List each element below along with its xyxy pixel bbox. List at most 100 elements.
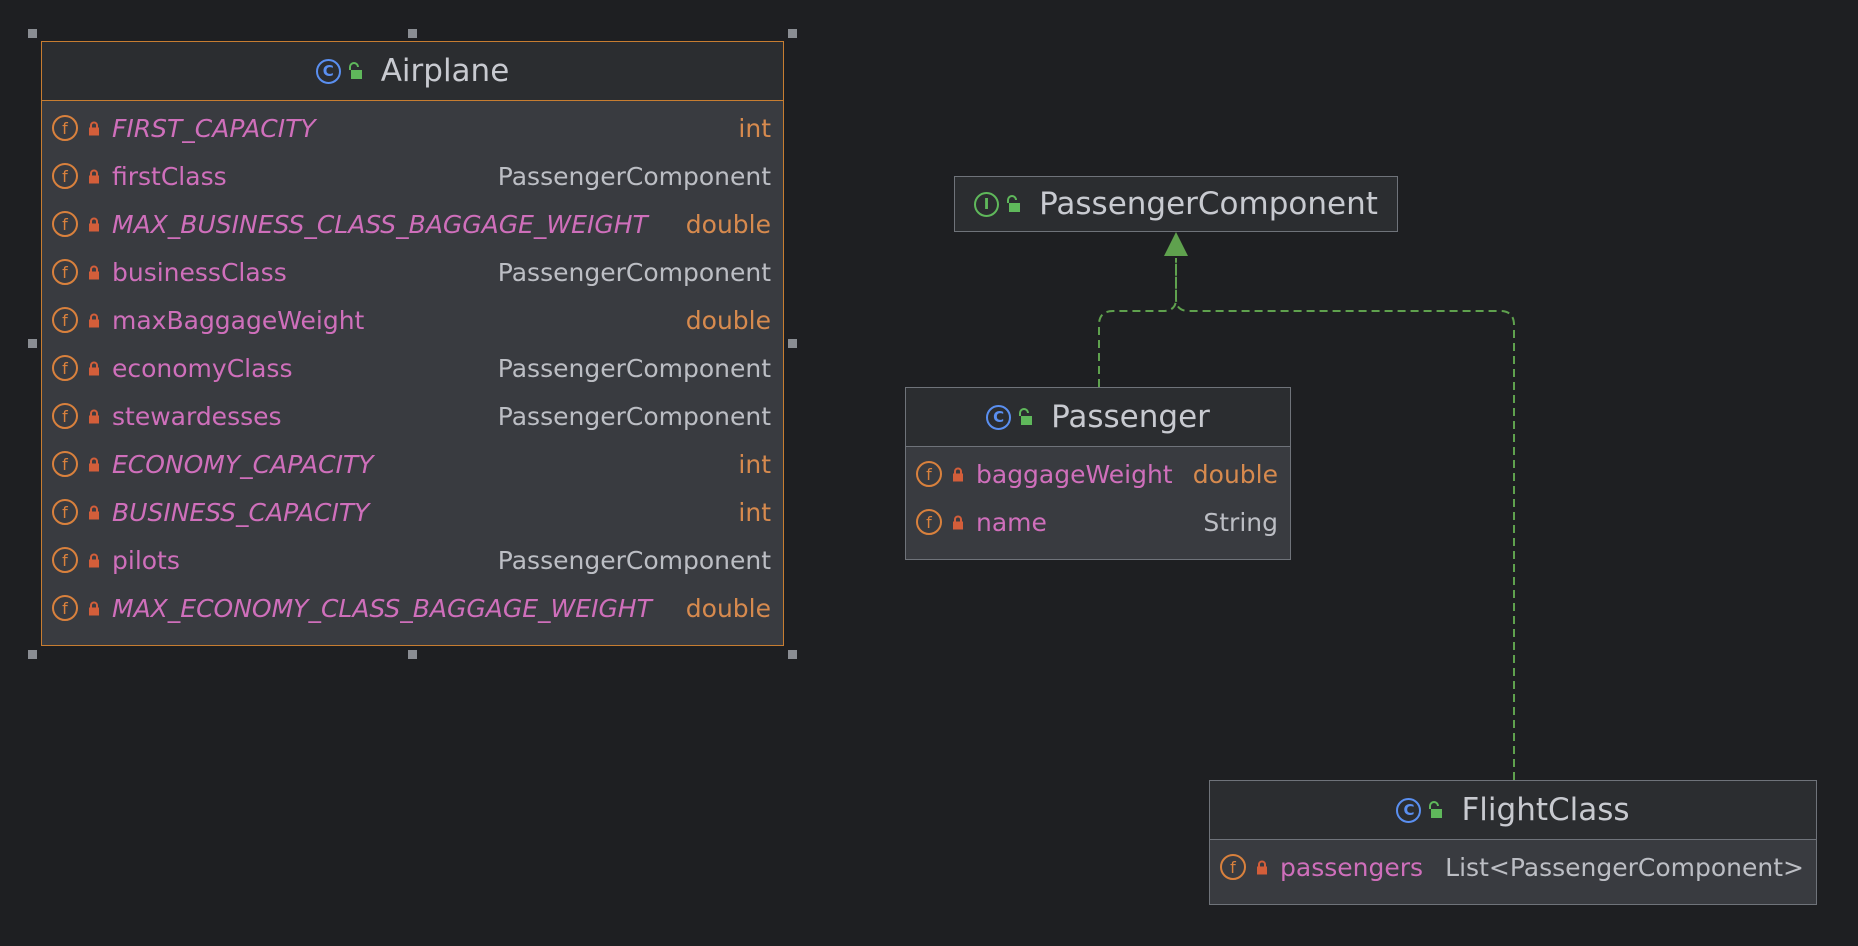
- public-visibility-icon: [1007, 195, 1021, 212]
- resize-handle-top-left[interactable]: [28, 29, 37, 38]
- field-type: int: [738, 497, 771, 527]
- private-lock-icon: [89, 121, 99, 135]
- field-name: economyClass: [112, 353, 293, 383]
- field-type: int: [738, 113, 771, 143]
- field-name: businessClass: [112, 257, 287, 287]
- field-type: double: [685, 305, 771, 335]
- field-icon: f: [52, 547, 78, 573]
- field-name: stewardesses: [112, 401, 282, 431]
- field-type: PassengerComponent: [497, 161, 771, 191]
- field-icon: f: [52, 355, 78, 381]
- class-icon: C: [315, 58, 341, 84]
- class-name: Passenger: [1051, 399, 1210, 435]
- private-lock-icon: [89, 601, 99, 615]
- resize-handle-middle-right[interactable]: [788, 339, 797, 348]
- class-name: Airplane: [380, 53, 510, 89]
- resize-handle-bottom-right[interactable]: [788, 650, 797, 659]
- implements-arrowhead: [1164, 232, 1188, 256]
- field-row[interactable]: f FIRST_CAPACITY int: [42, 104, 783, 152]
- field-type: PassengerComponent: [497, 353, 771, 383]
- field-name: BUSINESS_CAPACITY: [112, 497, 370, 527]
- private-lock-icon: [89, 553, 99, 567]
- class-header[interactable]: C FlightClass: [1210, 781, 1816, 840]
- field-icon: f: [916, 461, 942, 487]
- private-lock-icon: [89, 505, 99, 519]
- field-row[interactable]: f BUSINESS_CAPACITY int: [42, 488, 783, 536]
- private-lock-icon: [953, 515, 963, 529]
- field-type: List<PassengerComponent>: [1445, 852, 1804, 882]
- field-type: int: [738, 449, 771, 479]
- field-icon: f: [52, 115, 78, 141]
- resize-handle-bottom-middle[interactable]: [408, 650, 417, 659]
- field-name: name: [976, 507, 1047, 537]
- private-lock-icon: [89, 457, 99, 471]
- field-row[interactable]: f businessClass PassengerComponent: [42, 248, 783, 296]
- private-lock-icon: [1257, 860, 1267, 874]
- field-name: ECONOMY_CAPACITY: [112, 449, 374, 479]
- public-visibility-icon: [348, 62, 362, 79]
- private-lock-icon: [89, 169, 99, 183]
- class-icon: C: [986, 404, 1012, 430]
- class-header[interactable]: C Passenger: [906, 388, 1290, 447]
- resize-handle-middle-left[interactable]: [28, 339, 37, 348]
- resize-handle-top-middle[interactable]: [408, 29, 417, 38]
- edge-passenger-implements-passengercomponent[interactable]: [1098, 258, 1177, 387]
- field-row[interactable]: f MAX_ECONOMY_CLASS_BAGGAGE_WEIGHT double: [42, 584, 783, 632]
- field-name: FIRST_CAPACITY: [112, 113, 316, 143]
- field-icon: f: [52, 595, 78, 621]
- field-icon: f: [52, 259, 78, 285]
- interface-icon: I: [974, 191, 1000, 217]
- field-name: firstClass: [112, 161, 227, 191]
- field-type: PassengerComponent: [497, 401, 771, 431]
- field-row[interactable]: f ECONOMY_CAPACITY int: [42, 440, 783, 488]
- private-lock-icon: [89, 313, 99, 327]
- field-name: MAX_BUSINESS_CLASS_BAGGAGE_WEIGHT: [112, 209, 648, 239]
- field-name: pilots: [112, 545, 180, 575]
- class-header[interactable]: C Airplane: [42, 42, 783, 101]
- interface-node-passengercomponent[interactable]: I PassengerComponent: [954, 176, 1398, 232]
- public-visibility-icon: [1019, 408, 1033, 425]
- field-row[interactable]: f pilots PassengerComponent: [42, 536, 783, 584]
- field-row[interactable]: f stewardesses PassengerComponent: [42, 392, 783, 440]
- field-row[interactable]: f name String: [906, 498, 1290, 546]
- field-icon: f: [52, 499, 78, 525]
- field-list: f passengers List<PassengerComponent>: [1210, 840, 1816, 891]
- field-row[interactable]: f firstClass PassengerComponent: [42, 152, 783, 200]
- field-icon: f: [52, 403, 78, 429]
- field-name: passengers: [1280, 852, 1424, 882]
- private-lock-icon: [89, 265, 99, 279]
- field-icon: f: [52, 451, 78, 477]
- class-icon: C: [1396, 797, 1422, 823]
- field-icon: f: [52, 163, 78, 189]
- field-type: PassengerComponent: [497, 257, 771, 287]
- field-type: PassengerComponent: [497, 545, 771, 575]
- field-row[interactable]: f passengers List<PassengerComponent>: [1210, 843, 1816, 891]
- interface-name: PassengerComponent: [1039, 186, 1378, 222]
- field-icon: f: [916, 509, 942, 535]
- field-row[interactable]: f MAX_BUSINESS_CLASS_BAGGAGE_WEIGHT double: [42, 200, 783, 248]
- interface-header[interactable]: I PassengerComponent: [955, 177, 1397, 231]
- field-icon: f: [52, 211, 78, 237]
- class-node-flightclass[interactable]: C FlightClass f passengers List<PassengerC…: [1209, 780, 1817, 905]
- private-lock-icon: [89, 217, 99, 231]
- field-icon: f: [1220, 854, 1246, 880]
- resize-handle-top-right[interactable]: [788, 29, 797, 38]
- field-name: baggageWeight: [976, 459, 1173, 489]
- public-visibility-icon: [1429, 801, 1443, 818]
- field-name: MAX_ECONOMY_CLASS_BAGGAGE_WEIGHT: [112, 593, 652, 623]
- class-name: FlightClass: [1461, 792, 1630, 828]
- resize-handle-bottom-left[interactable]: [28, 650, 37, 659]
- field-type: String: [1203, 507, 1278, 537]
- edge-flightclass-implements-passengercomponent[interactable]: [1175, 258, 1515, 780]
- field-type: double: [685, 209, 771, 239]
- field-name: maxBaggageWeight: [112, 305, 365, 335]
- field-type: double: [685, 593, 771, 623]
- field-row[interactable]: f economyClass PassengerComponent: [42, 344, 783, 392]
